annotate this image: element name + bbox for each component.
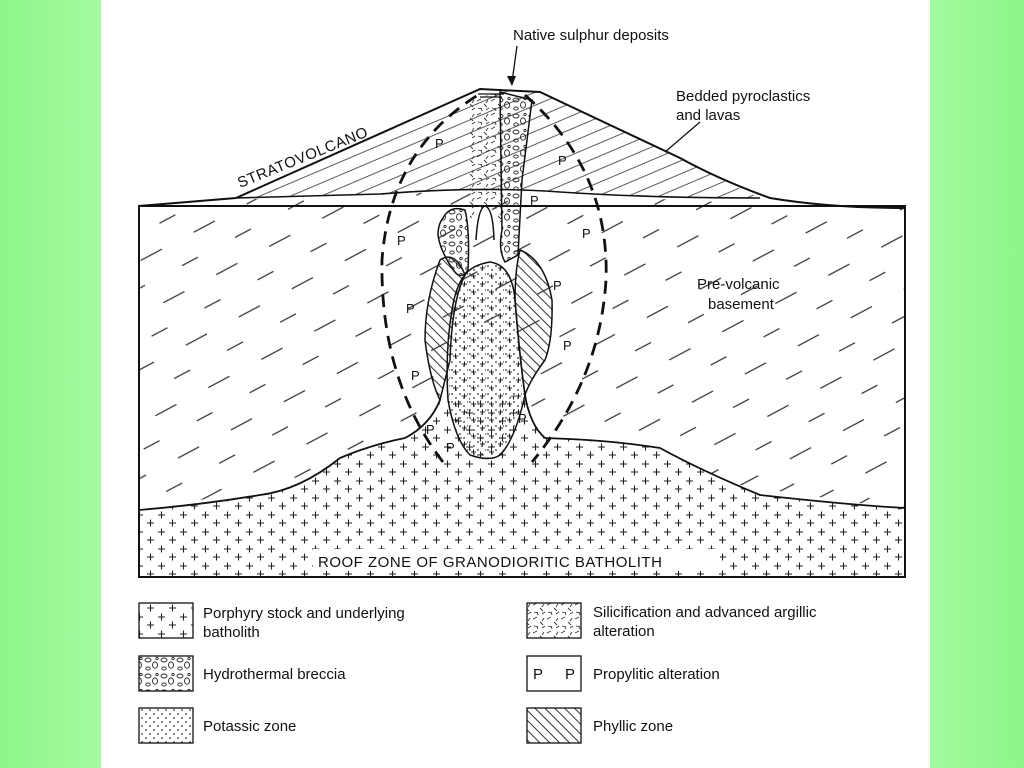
svg-text:P: P xyxy=(518,411,527,426)
hydrothermal-breccia-pod xyxy=(437,207,470,277)
legend-label-silicification: Silicification and advanced argillic xyxy=(593,604,817,621)
svg-text:P: P xyxy=(553,278,562,293)
prevolcanic-label: Pre-volcanic xyxy=(697,276,780,293)
silicification-zone xyxy=(470,92,502,230)
section-frame xyxy=(138,205,906,578)
legend-swatch-porphyry xyxy=(138,602,194,639)
legend-label-phyllic: Phyllic zone xyxy=(593,718,673,735)
roof-zone-label-bg xyxy=(313,549,720,571)
sulphur-deposit-mark xyxy=(478,93,504,98)
legend-swatch-silicification xyxy=(526,602,582,639)
legend-label-propylitic: Propylitic alteration xyxy=(593,666,720,683)
svg-text:P: P xyxy=(406,301,415,316)
legend: Porphyry stock and underlying batholith … xyxy=(138,602,817,744)
legend-label-porphyry: Porphyry stock and underlying xyxy=(203,605,405,622)
legend-label-alteration: alteration xyxy=(593,623,655,640)
svg-text:P: P xyxy=(426,422,435,437)
svg-text:P: P xyxy=(563,338,572,353)
svg-text:P: P xyxy=(411,368,420,383)
propylitic-envelope xyxy=(380,93,479,463)
svg-text:P: P xyxy=(435,136,444,151)
granodioritic-batholith xyxy=(139,395,905,577)
hydrothermal-breccia-pipe xyxy=(499,91,533,264)
bedded-leader-line xyxy=(664,121,701,153)
legend-label-potassic: Potassic zone xyxy=(203,718,296,735)
svg-text:P: P xyxy=(582,226,591,241)
svg-text:P: P xyxy=(446,440,455,455)
native-sulphur-label: Native sulphur deposits xyxy=(513,27,669,44)
svg-text:P: P xyxy=(397,233,406,248)
central-conduit xyxy=(475,205,495,241)
legend-swatch-potassic xyxy=(138,707,194,744)
bedded-pyroclastics-label: Bedded pyroclastics xyxy=(676,88,810,105)
potassic-zone xyxy=(446,261,526,460)
legend-swatch-phyllic xyxy=(526,707,582,744)
batholith-roof-line xyxy=(138,394,906,511)
sulphur-arrowhead xyxy=(507,76,516,86)
legend-label-batholith: batholith xyxy=(203,624,260,641)
bedded-lavas-label: and lavas xyxy=(676,107,740,124)
svg-text:P: P xyxy=(558,153,567,168)
propylitic-envelope-right xyxy=(524,93,608,463)
legend-label-breccia: Hydrothermal breccia xyxy=(203,666,346,683)
propylitic-markers: P P P P P P P P P P P P xyxy=(397,136,591,455)
legend-propylitic-symbol-left: P xyxy=(533,666,543,683)
svg-text:P: P xyxy=(530,193,539,208)
basement-label: basement xyxy=(708,296,775,313)
roof-zone-label: ROOF ZONE OF GRANODIORITIC BATHOLITH xyxy=(318,554,662,571)
legend-swatch-propylitic xyxy=(526,655,582,692)
legend-propylitic-symbol-right: P xyxy=(565,666,575,683)
legend-swatch-breccia xyxy=(138,655,194,692)
